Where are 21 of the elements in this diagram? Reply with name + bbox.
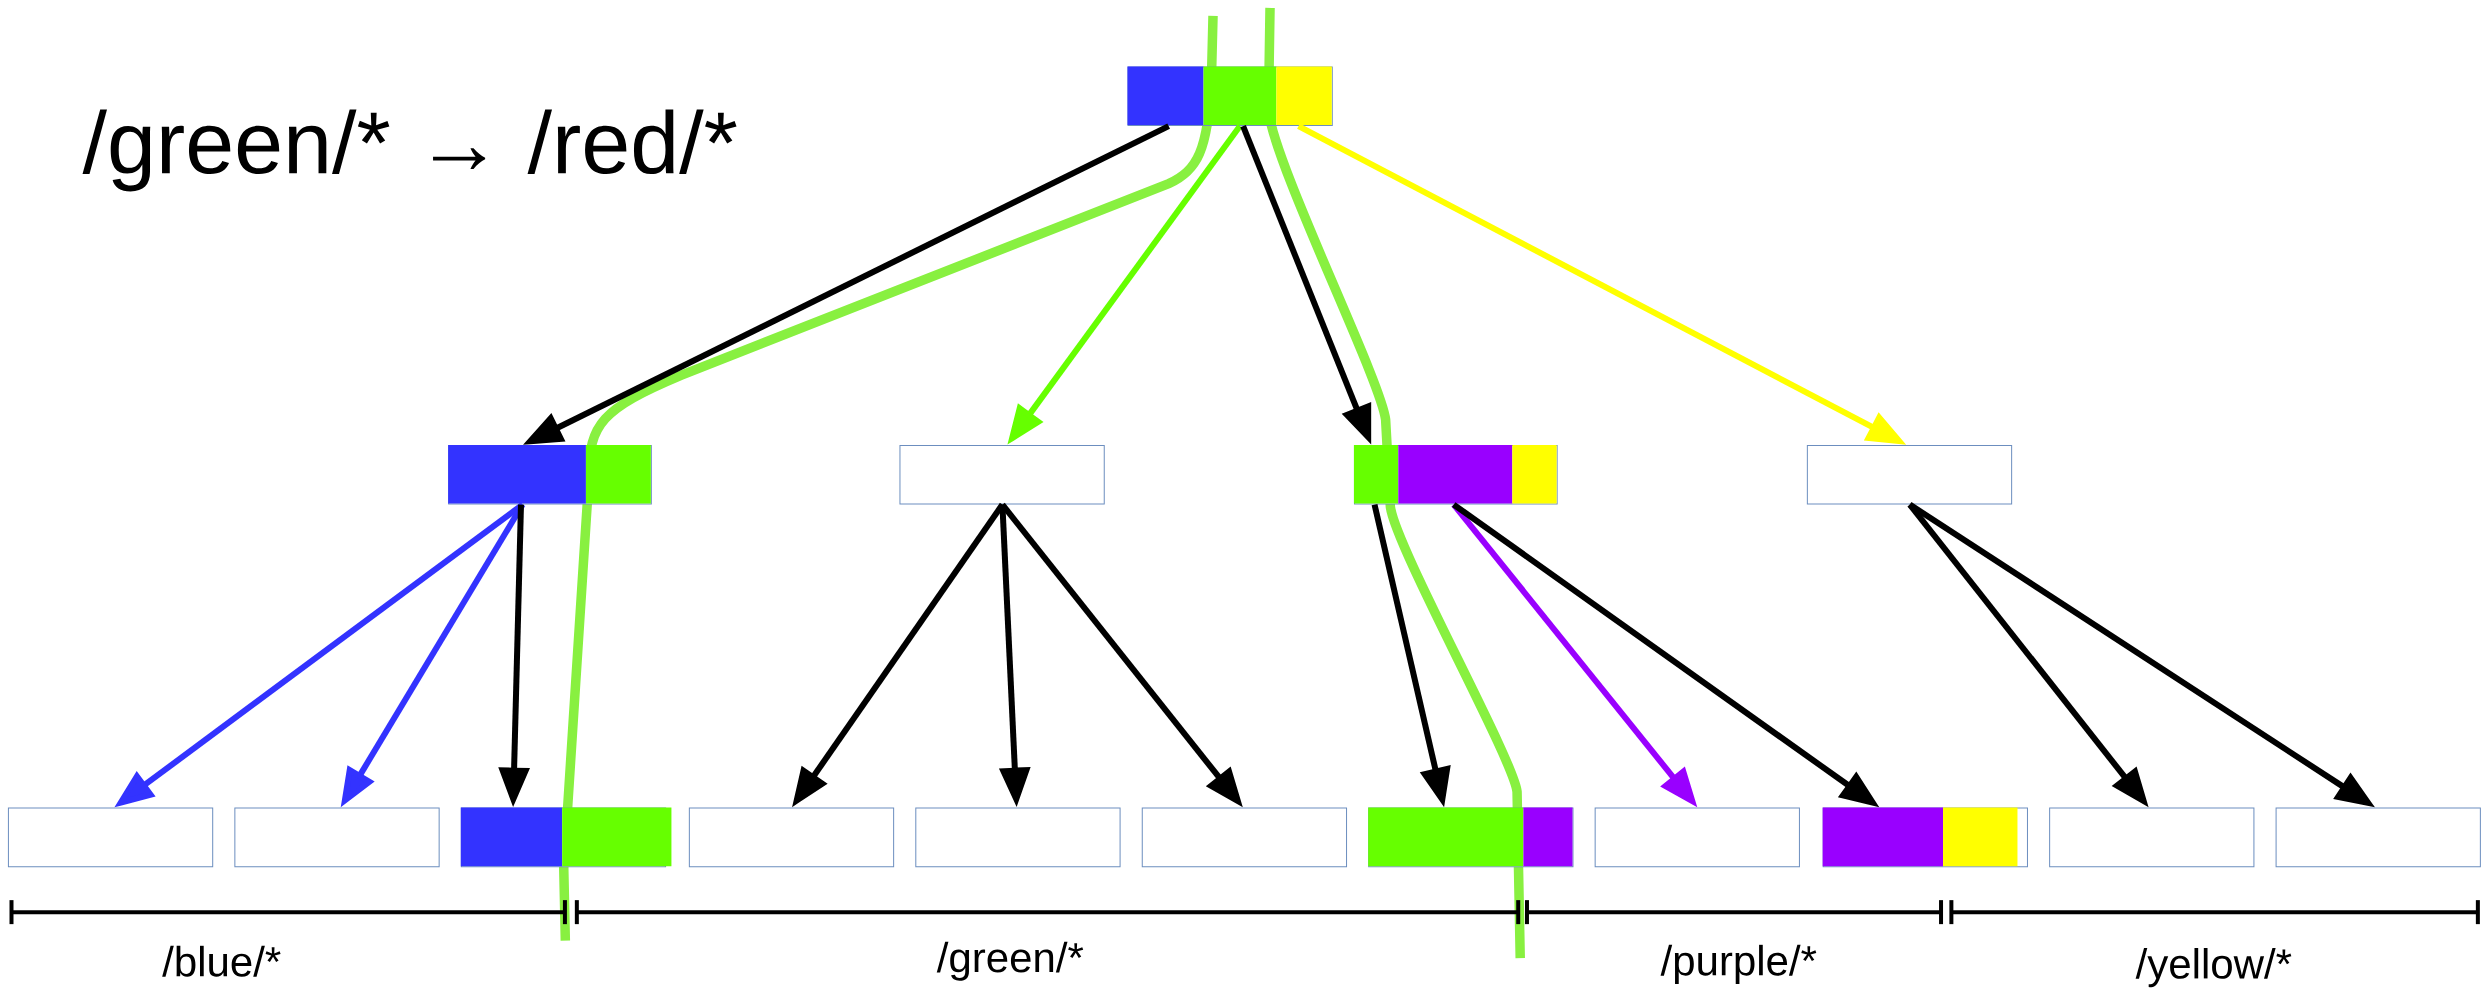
empty-box: [688, 807, 895, 868]
segmented-bar: [1353, 445, 1558, 505]
range-label: /green/*: [936, 941, 1084, 981]
empty-box: [915, 807, 1121, 868]
empty-box: [899, 445, 1105, 505]
empty-box: [2049, 807, 2255, 868]
heading-text: /green/* → /red/*: [82, 109, 737, 192]
range-label: /blue/*: [162, 945, 281, 977]
empty-box: [2275, 807, 2481, 868]
segmented-bar: [1822, 807, 2028, 868]
segmented-bar: [1368, 807, 1574, 868]
empty-box: [1806, 445, 2013, 505]
range-label: /yellow/*: [2135, 948, 2292, 988]
segmented-bar: [460, 807, 672, 868]
segmented-bar: [448, 445, 652, 505]
empty-box: [234, 807, 440, 868]
empty-box: [1594, 807, 1800, 868]
empty-box: [7, 807, 214, 868]
empty-box: [1141, 807, 1348, 868]
segmented-bar: [1127, 66, 1333, 127]
range-label: /purple/*: [1660, 944, 1817, 984]
